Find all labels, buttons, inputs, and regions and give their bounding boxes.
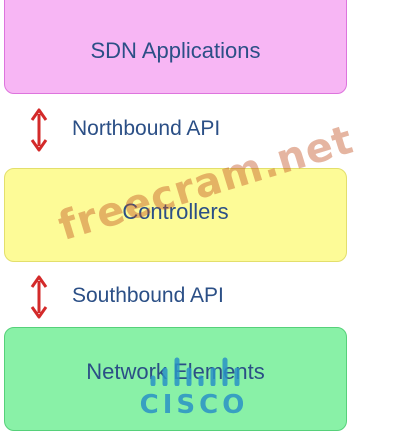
double-arrow-icon	[30, 108, 48, 152]
northbound-api-label: Northbound API	[72, 117, 221, 140]
cisco-logo-text: CISCO	[139, 390, 249, 420]
southbound-api-row: Southbound API	[0, 272, 401, 322]
southbound-api-label: Southbound API	[72, 284, 224, 307]
cisco-bars-icon	[150, 357, 240, 386]
controllers-layer: Controllers	[4, 168, 347, 262]
northbound-api-row: Northbound API	[0, 105, 401, 155]
controllers-label: Controllers	[122, 199, 229, 224]
cisco-logo: CISCO	[134, 356, 254, 422]
sdn-applications-layer: SDN Applications	[4, 0, 347, 94]
sdn-applications-label: SDN Applications	[90, 38, 261, 63]
double-arrow-icon	[30, 275, 48, 319]
